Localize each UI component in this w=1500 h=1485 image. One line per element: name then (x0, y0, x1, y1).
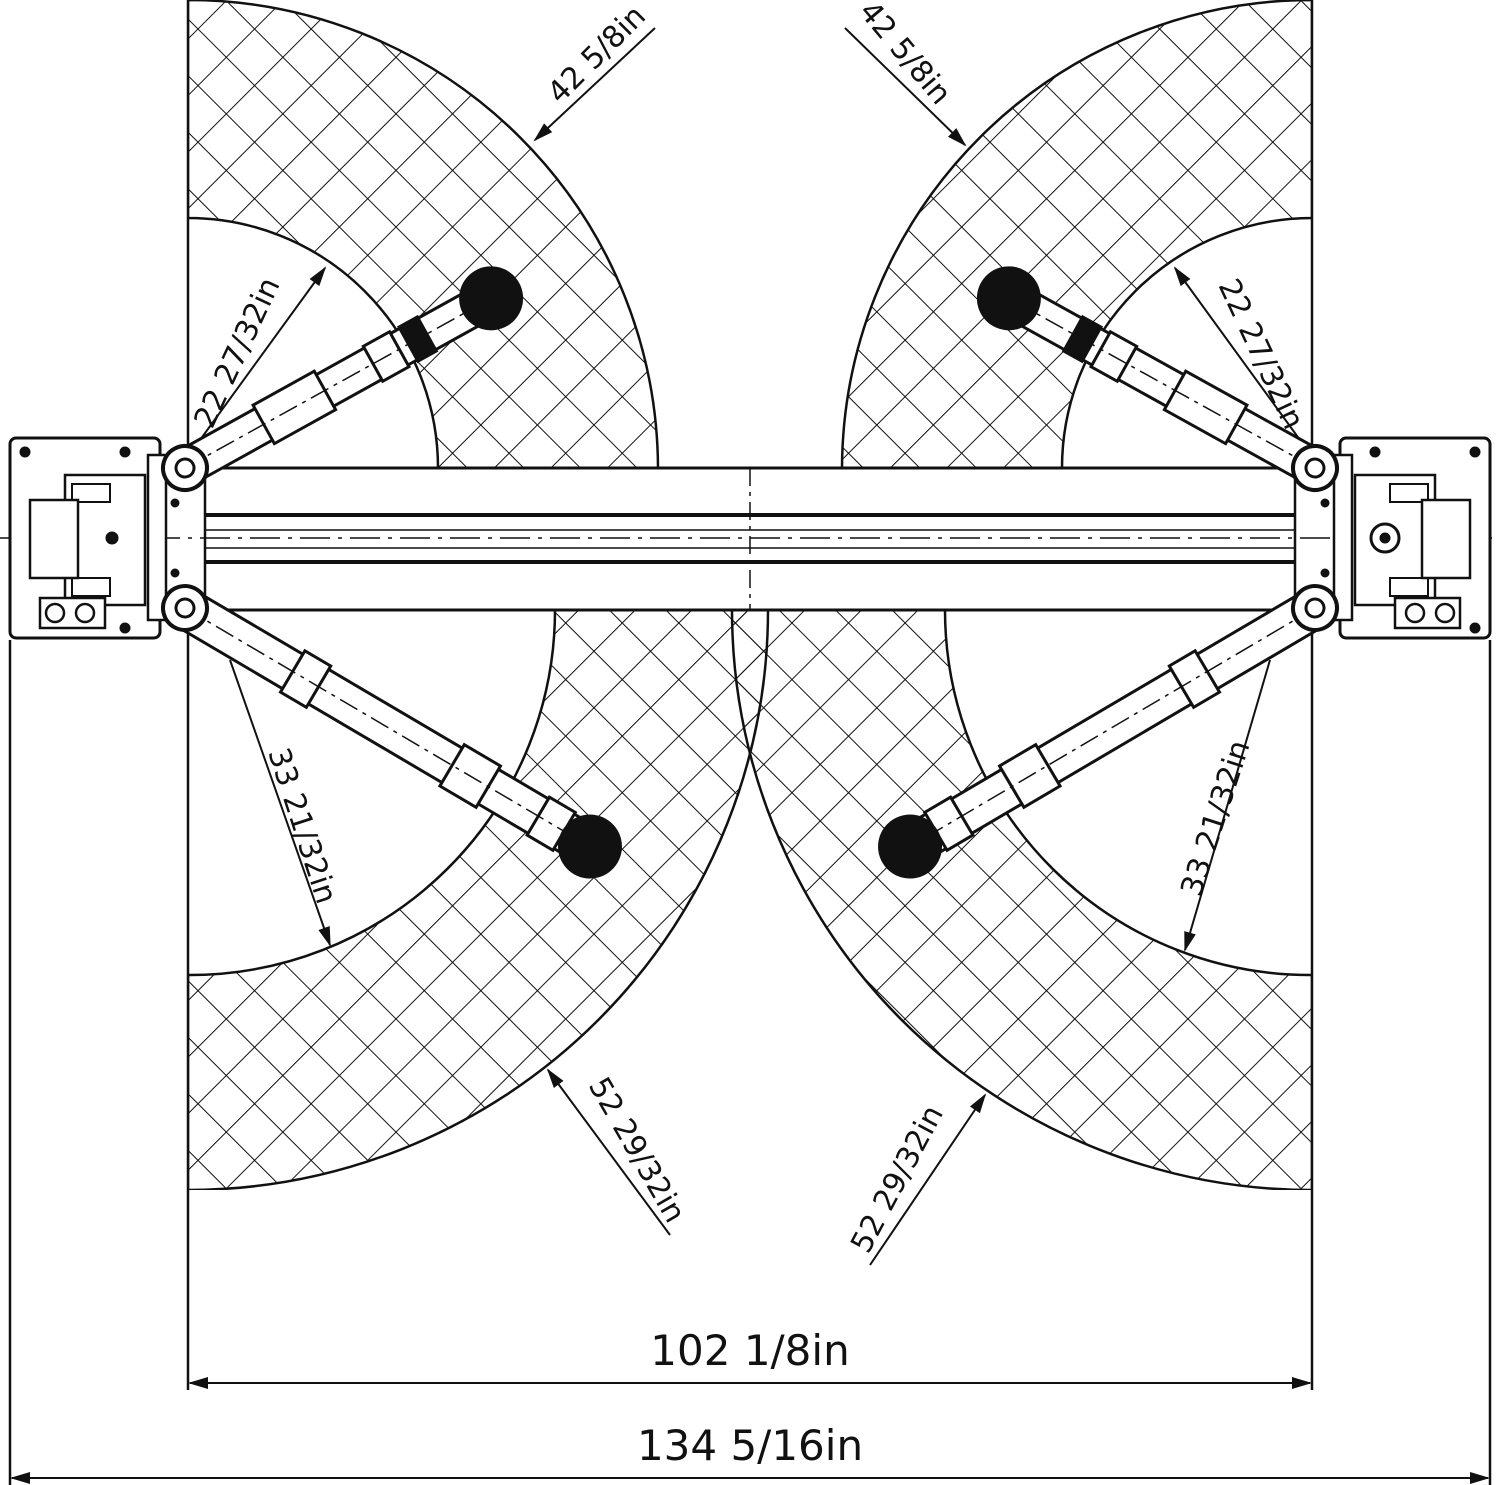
sweep-zone-lower-left (188, 610, 770, 1190)
lift-arms (161, 266, 1339, 879)
arm-lower-right (878, 584, 1339, 879)
arm-upper-right (976, 266, 1339, 492)
dim-lower-right-radius: 52 29/32in (844, 1100, 951, 1259)
arm-lower-left (161, 584, 622, 879)
dim-upper-left-radius: 42 5/8in (541, 0, 653, 111)
arm-upper-left (161, 266, 524, 492)
outline-lines (8, 0, 1492, 1485)
left-post (8, 436, 180, 640)
sweep-zone-lower-right (730, 610, 1312, 1190)
dim-overall-width: 134 5/16in (637, 1421, 863, 1470)
dim-left-long-arm: 33 21/32in (260, 744, 343, 908)
sweep-zone-upper-left (188, 0, 660, 468)
sweep-zone-upper-right (840, 0, 1312, 468)
crossbeam (0, 466, 1500, 612)
dim-upper-right-radius: 42 5/8in (852, 0, 958, 112)
dimension-leaders (10, 27, 1490, 1484)
dim-inner-width: 102 1/8in (650, 1326, 849, 1375)
sweep-zones (188, 0, 1312, 1190)
dim-right-long-arm: 33 21/32in (1174, 736, 1257, 900)
dim-lower-left-radius: 52 29/32in (581, 1072, 692, 1229)
right-post (1320, 436, 1492, 640)
